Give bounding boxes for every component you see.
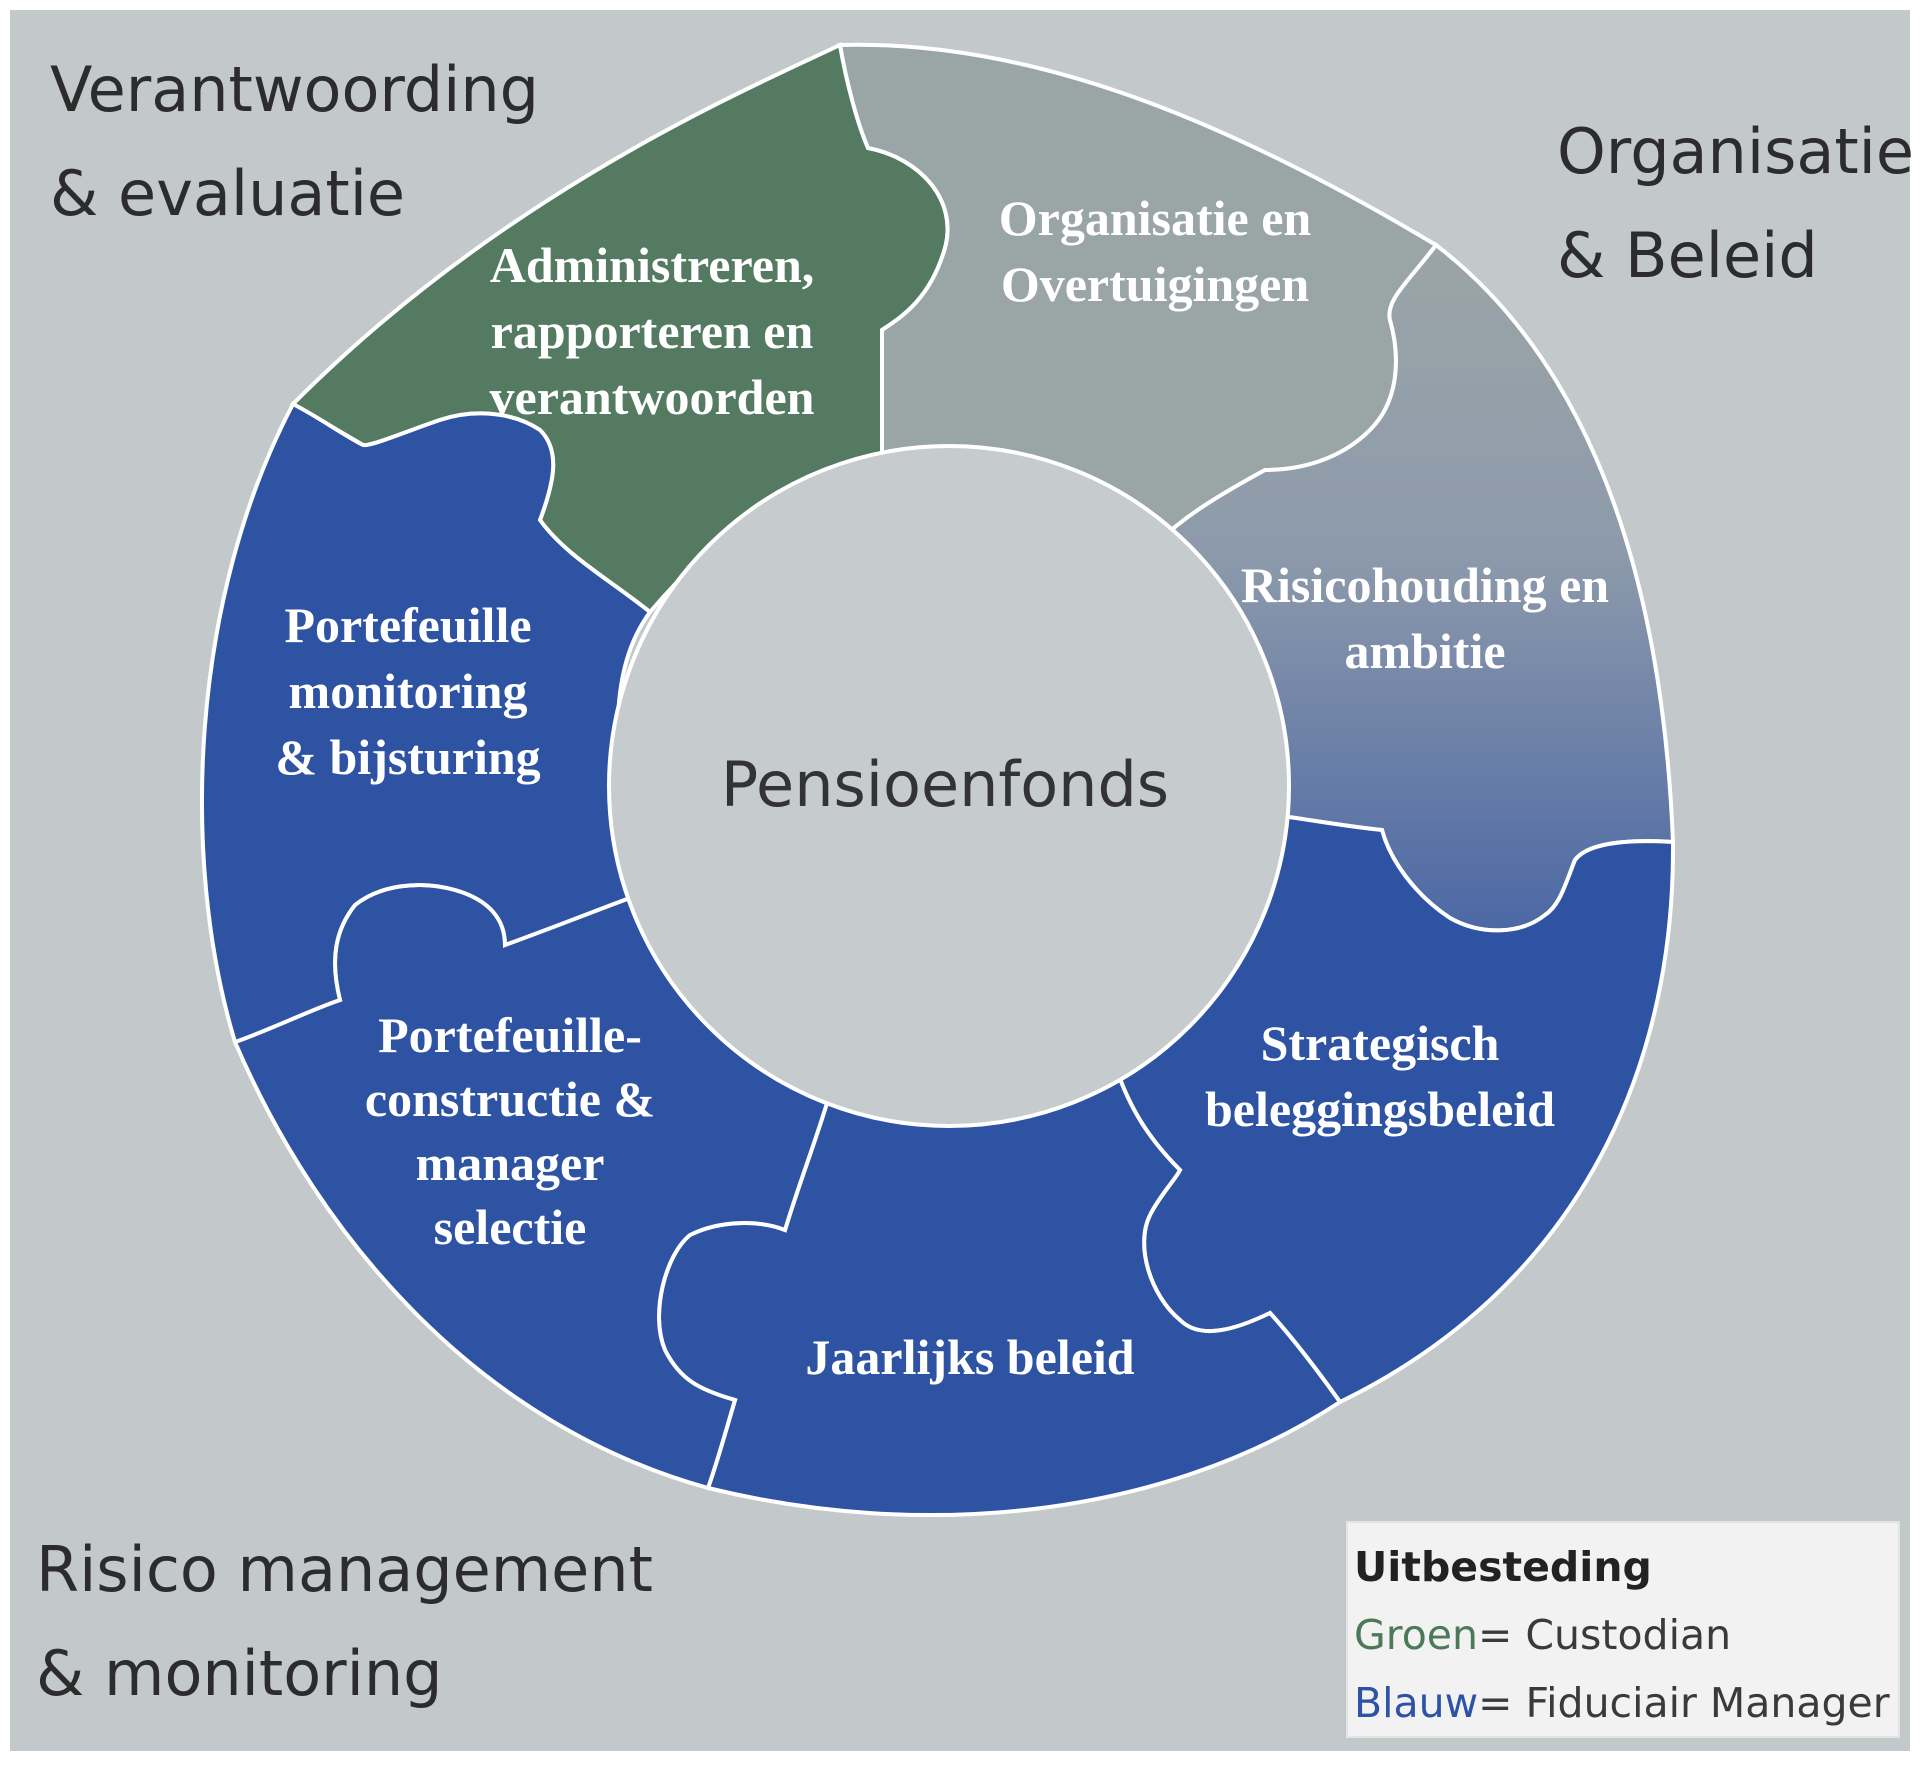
piece-label-line: Overtuigingen xyxy=(1001,256,1310,312)
piece-label-line: ambitie xyxy=(1344,623,1505,679)
piece-label: Portefeuille monitoring & bijsturing xyxy=(275,597,540,785)
legend-value-blue: = Fiduciair Manager xyxy=(1478,1679,1890,1727)
center-hub xyxy=(607,444,1291,1128)
piece-labels: Administreren, rapporteren en verantwoorde… xyxy=(275,190,1609,1385)
corner-label-risico: Risico management & monitoring xyxy=(36,1518,653,1726)
corner-line: Verantwoording xyxy=(50,53,540,126)
piece-label: Risicohouding en ambitie xyxy=(1241,557,1609,679)
corner-line: & Beleid xyxy=(1557,219,1818,292)
puzzle-piece-monitoring xyxy=(199,401,653,1045)
legend-title: Uitbesteding xyxy=(1354,1543,1652,1591)
piece-label-line: Administreren, xyxy=(490,237,815,293)
corner-label-organisatie: Organisatie & Beleid xyxy=(1557,100,1914,308)
piece-label: Strategisch beleggingsbeleid xyxy=(1205,1015,1555,1137)
corner-line: & monitoring xyxy=(36,1637,443,1710)
corner-line: Organisatie xyxy=(1557,115,1915,188)
piece-label-line: rapporteren en xyxy=(491,303,814,359)
piece-label-line: Organisatie en xyxy=(999,190,1312,246)
corner-label-verantwoording: Verantwoording & evaluatie xyxy=(50,38,539,246)
piece-label: Jaarlijks beleid xyxy=(805,1329,1134,1385)
center-label: Pensioenfonds xyxy=(721,748,1169,821)
piece-label-line: Portefeuille- xyxy=(378,1007,642,1063)
piece-label: Portefeuille-constructie & manager selecti… xyxy=(365,1007,655,1255)
piece-label: Administreren, rapporteren en verantwoorde… xyxy=(490,237,815,425)
piece-label: Organisatie en Overtuigingen xyxy=(999,190,1312,312)
piece-label-line: monitoring xyxy=(289,663,528,719)
legend-key-blue: Blauw xyxy=(1354,1679,1479,1727)
piece-label-line: manager xyxy=(416,1135,605,1191)
piece-label-line: constructie & xyxy=(365,1071,655,1127)
legend-box: Uitbesteding Groen= Custodian Blauw= Fid… xyxy=(1346,1521,1900,1738)
legend-value-green: = Custodian xyxy=(1478,1611,1732,1659)
legend-key-green: Groen xyxy=(1354,1611,1479,1659)
legend-row-green: Groen= Custodian xyxy=(1354,1601,1898,1669)
legend-row-blue: Blauw= Fiduciair Manager xyxy=(1354,1669,1898,1737)
piece-label-line: selectie xyxy=(434,1199,587,1255)
piece-label-line: Portefeuille xyxy=(284,597,531,653)
piece-label-line: verantwoorden xyxy=(490,369,815,425)
piece-label-line: & bijsturing xyxy=(275,729,540,785)
corner-line: Risico management xyxy=(36,1533,653,1606)
corner-line: & evaluatie xyxy=(50,157,406,230)
piece-label-line: Jaarlijks beleid xyxy=(805,1329,1134,1385)
piece-label-line: Risicohouding en xyxy=(1241,557,1609,613)
piece-label-line: Strategisch xyxy=(1261,1015,1500,1071)
piece-label-line: beleggingsbeleid xyxy=(1205,1081,1555,1137)
